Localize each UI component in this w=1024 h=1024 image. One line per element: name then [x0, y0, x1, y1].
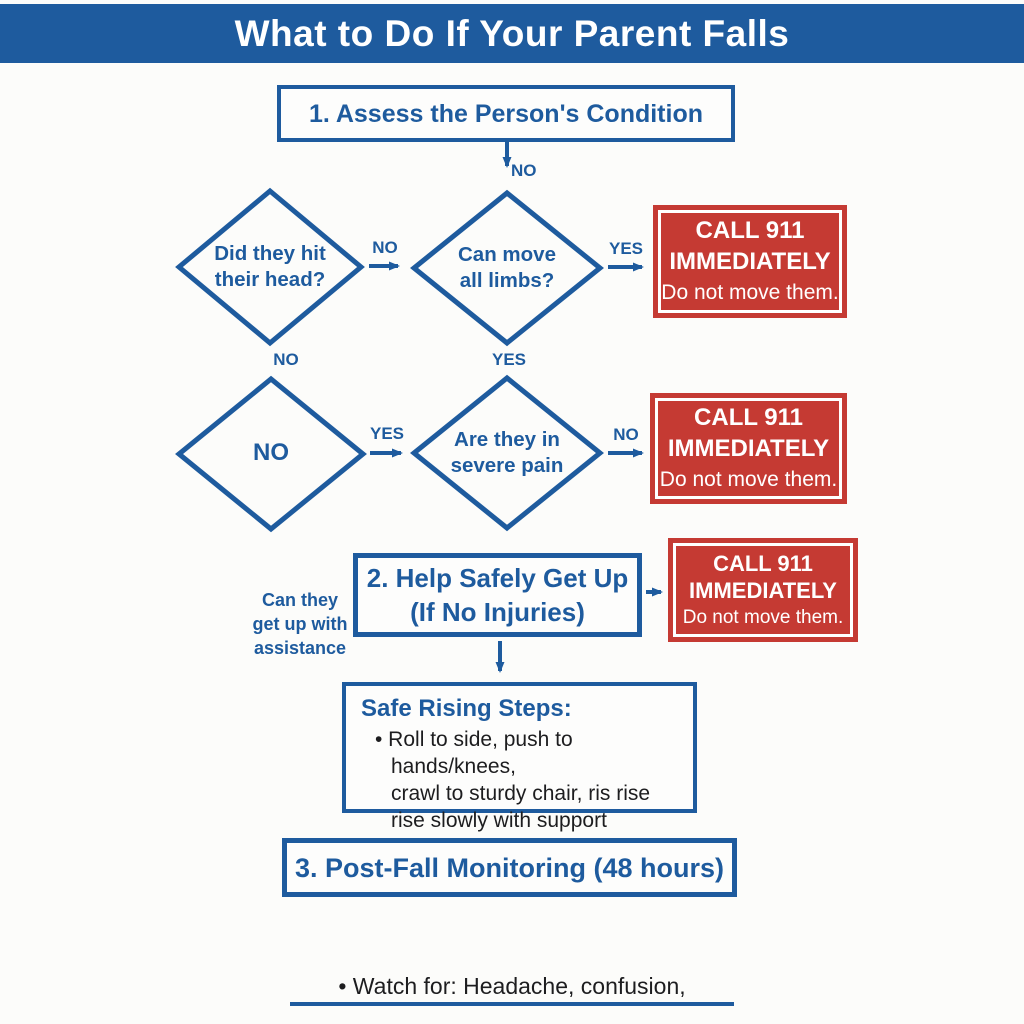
- diamond-no-text: NO: [253, 439, 289, 466]
- safe-rising-steps: • Roll to side, push to hands/knees, cra…: [375, 728, 651, 832]
- step3-label: 3. Post-Fall Monitoring (48 hours): [294, 852, 724, 883]
- page-title: What to Do If Your Parent Falls: [234, 12, 790, 54]
- diamond-move-limbs: [410, 189, 604, 347]
- diamond-move-limbs-text: Can move all limbs?: [458, 243, 556, 292]
- label-limbs-yes: YES: [608, 239, 644, 258]
- step1-label: 1. Assess the Person's Condition: [308, 99, 703, 128]
- step2-line1: 2. Help Safely Get Up: [366, 563, 629, 593]
- assist-note: Can they get up with assistance: [252, 590, 348, 658]
- label-below-hithead-no: NO: [273, 350, 299, 369]
- label-no-diamond-yes: YES: [369, 424, 405, 443]
- diamond-no: [175, 375, 367, 533]
- diamond-hit-head-text: Did they hit their head?: [214, 242, 326, 291]
- label-hithead-no: NO: [372, 238, 398, 257]
- step2-box: 2. Help Safely Get Up (If No Injuries): [353, 553, 642, 637]
- safe-rising-title: Safe Rising Steps:: [361, 695, 572, 722]
- safe-rising-box: Safe Rising Steps: • Roll to side, push …: [342, 682, 697, 832]
- step2-line2: (If No Injuries): [410, 597, 585, 627]
- title-bar: What to Do If Your Parent Falls: [0, 4, 1024, 63]
- call911-box-3: CALL 911 IMMEDIATELY Do not move them.: [668, 538, 858, 642]
- call911-box-2: CALL 911 IMMEDIATELY Do not move them.: [650, 393, 847, 504]
- call911-box-1: CALL 911 IMMEDIATELY Do not move them.: [653, 205, 847, 318]
- label-pain-no: NO: [613, 425, 639, 444]
- diamond-hit-head: [175, 187, 365, 347]
- label-step1-down-no: NO: [511, 161, 537, 180]
- label-below-limbs-yes: YES: [491, 350, 527, 369]
- step3-box: 3. Post-Fall Monitoring (48 hours): [282, 838, 737, 897]
- monitoring-note: • Watch for: Headache, confusion, new pa…: [338, 973, 686, 999]
- diamond-severe-pain-text: Are they in severe pain: [450, 428, 564, 477]
- diamond-severe-pain: [410, 374, 604, 532]
- step1-box: 1. Assess the Person's Condition: [277, 85, 735, 142]
